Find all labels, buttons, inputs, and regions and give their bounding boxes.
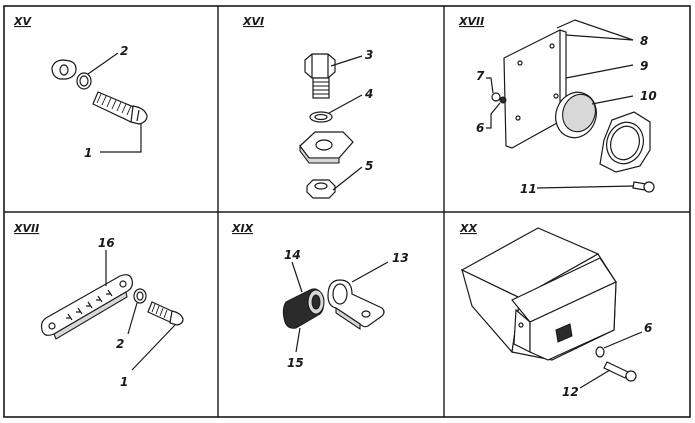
leader-5 xyxy=(332,166,363,191)
panel-label-xvii: XVII xyxy=(458,15,484,28)
callout-6-xx: 6 xyxy=(644,321,652,335)
bolt-part-3 xyxy=(304,53,336,99)
panel-xvi: XVI 3 4 5 xyxy=(242,15,373,199)
callout-3: 3 xyxy=(365,48,373,62)
nut-part-5 xyxy=(306,179,336,199)
rubber-sleeve-part xyxy=(282,288,325,329)
leader-8a xyxy=(556,19,634,41)
callout-2-xviii: 2 xyxy=(116,337,124,351)
mounting-plate-part xyxy=(503,29,567,149)
screw-part-1 xyxy=(92,91,148,125)
callout-2-xv: 2 xyxy=(120,44,128,58)
leader-15 xyxy=(295,327,301,353)
screw-part-1-xviii xyxy=(147,301,184,326)
callout-9: 9 xyxy=(640,59,648,73)
panel-label-xix: XIX xyxy=(231,222,254,235)
small-screw-part-7 xyxy=(491,92,507,104)
washer-part-6-xx xyxy=(595,346,605,358)
callout-12: 12 xyxy=(562,385,579,399)
lock-plate-part xyxy=(51,59,77,80)
panel-xx: XX 6 12 xyxy=(459,222,652,399)
screw-part-11 xyxy=(632,181,655,193)
terminal-strip-part-16 xyxy=(40,274,133,340)
callout-13: 13 xyxy=(392,251,409,265)
leader-3 xyxy=(330,55,363,67)
callout-1-xviii: 1 xyxy=(120,375,128,389)
leader-14 xyxy=(291,261,303,293)
lens-rim-part xyxy=(599,111,651,173)
callout-16: 16 xyxy=(98,236,115,250)
callout-11: 11 xyxy=(520,182,537,196)
clamp-part-13 xyxy=(327,279,385,331)
callout-5: 5 xyxy=(365,159,373,173)
panel-label-xv: XV xyxy=(13,15,32,28)
panel-label-xx: XX xyxy=(459,222,477,235)
callout-6-xvii: 6 xyxy=(476,121,484,135)
leader-10 xyxy=(591,95,634,105)
lens-part-10 xyxy=(555,91,597,139)
panel-xix: XIX 14 13 15 xyxy=(231,222,409,370)
leader-13 xyxy=(351,261,389,283)
leader-11 xyxy=(536,185,635,189)
washer-part-2-xviii xyxy=(133,288,147,304)
panel-label-xvi: XVI xyxy=(242,15,264,28)
leader-7 xyxy=(486,77,494,94)
washer-part-2 xyxy=(76,72,92,90)
leader-9 xyxy=(565,64,634,79)
leader-4 xyxy=(328,94,363,114)
washer-part-4 xyxy=(309,111,333,123)
square-plate-part xyxy=(299,131,354,164)
callout-7: 7 xyxy=(476,69,485,83)
callout-10: 10 xyxy=(640,89,657,103)
leader-6-xx xyxy=(603,331,643,349)
callout-4: 4 xyxy=(364,87,373,101)
screw-part-12 xyxy=(603,361,637,382)
leader-2-xviii xyxy=(127,302,138,335)
panel-xv: XV 2 1 xyxy=(13,15,148,160)
callout-14: 14 xyxy=(284,248,301,262)
callout-15: 15 xyxy=(287,356,304,370)
lamp-housing-part xyxy=(460,227,617,361)
panel-xvii: XVII xyxy=(458,15,657,196)
panel-label-xviii: XVII xyxy=(13,222,39,235)
leader-1-xviii xyxy=(131,324,176,371)
leader-2-xv xyxy=(87,52,119,75)
leader-8b xyxy=(565,34,634,41)
leader-1-xv xyxy=(100,124,142,153)
panel-xviii: XVII 16 2 1 xyxy=(13,222,184,389)
callout-8: 8 xyxy=(640,34,648,48)
callout-1-xv: 1 xyxy=(84,146,92,160)
leader-6-xvii xyxy=(486,102,501,129)
leader-12 xyxy=(579,369,611,389)
